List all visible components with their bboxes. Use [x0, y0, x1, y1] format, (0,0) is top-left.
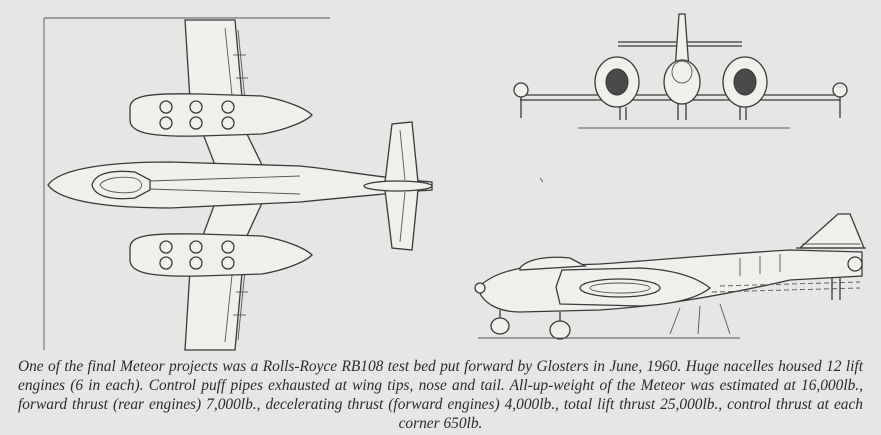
figure-caption: One of the final Meteor projects was a R…: [18, 358, 863, 432]
side-view: [474, 177, 866, 340]
meteor-three-view-drawing: [43, 13, 866, 351]
upper-lift-engines: [159, 100, 235, 130]
plan-view: [43, 17, 433, 351]
front-view: [513, 13, 848, 129]
lower-lift-engines: [159, 240, 235, 270]
